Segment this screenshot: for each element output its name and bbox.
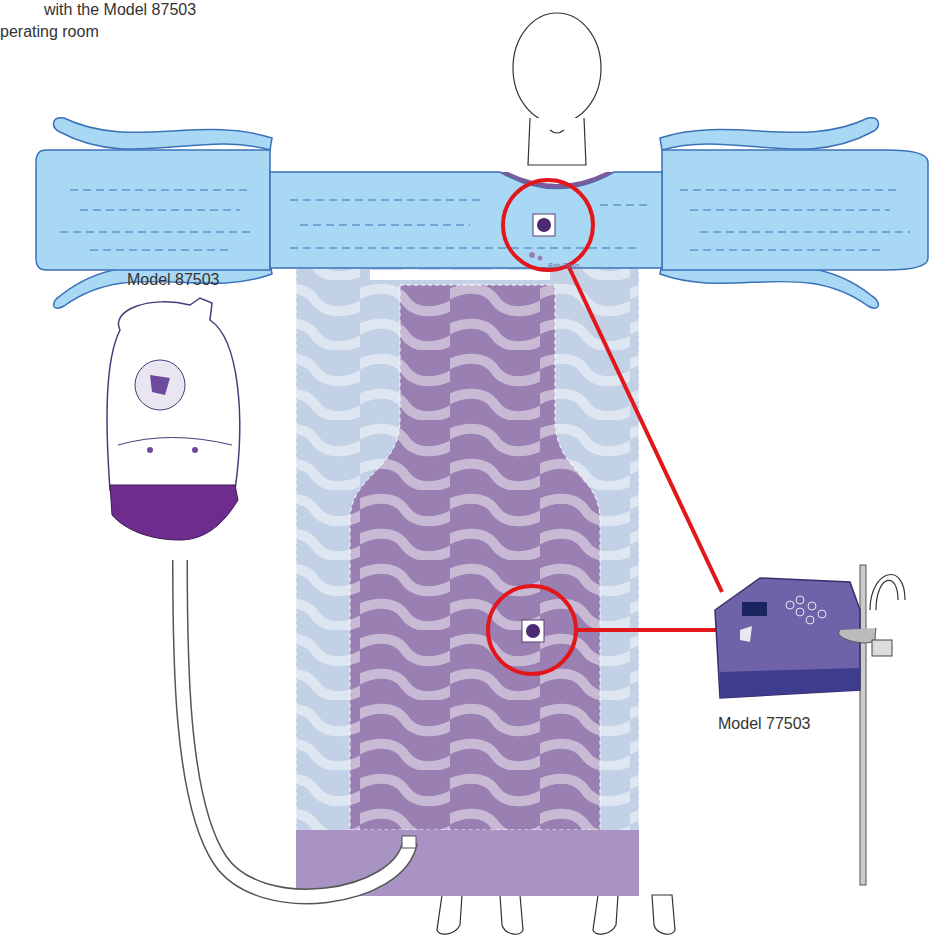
model-label: Model 77503	[718, 714, 811, 733]
caption-text: perating room	[0, 22, 99, 41]
caption-text: with the Model 87503	[44, 0, 196, 19]
model-label: Model 87503	[127, 270, 220, 289]
logo-text: Bair Paws	[548, 262, 580, 270]
